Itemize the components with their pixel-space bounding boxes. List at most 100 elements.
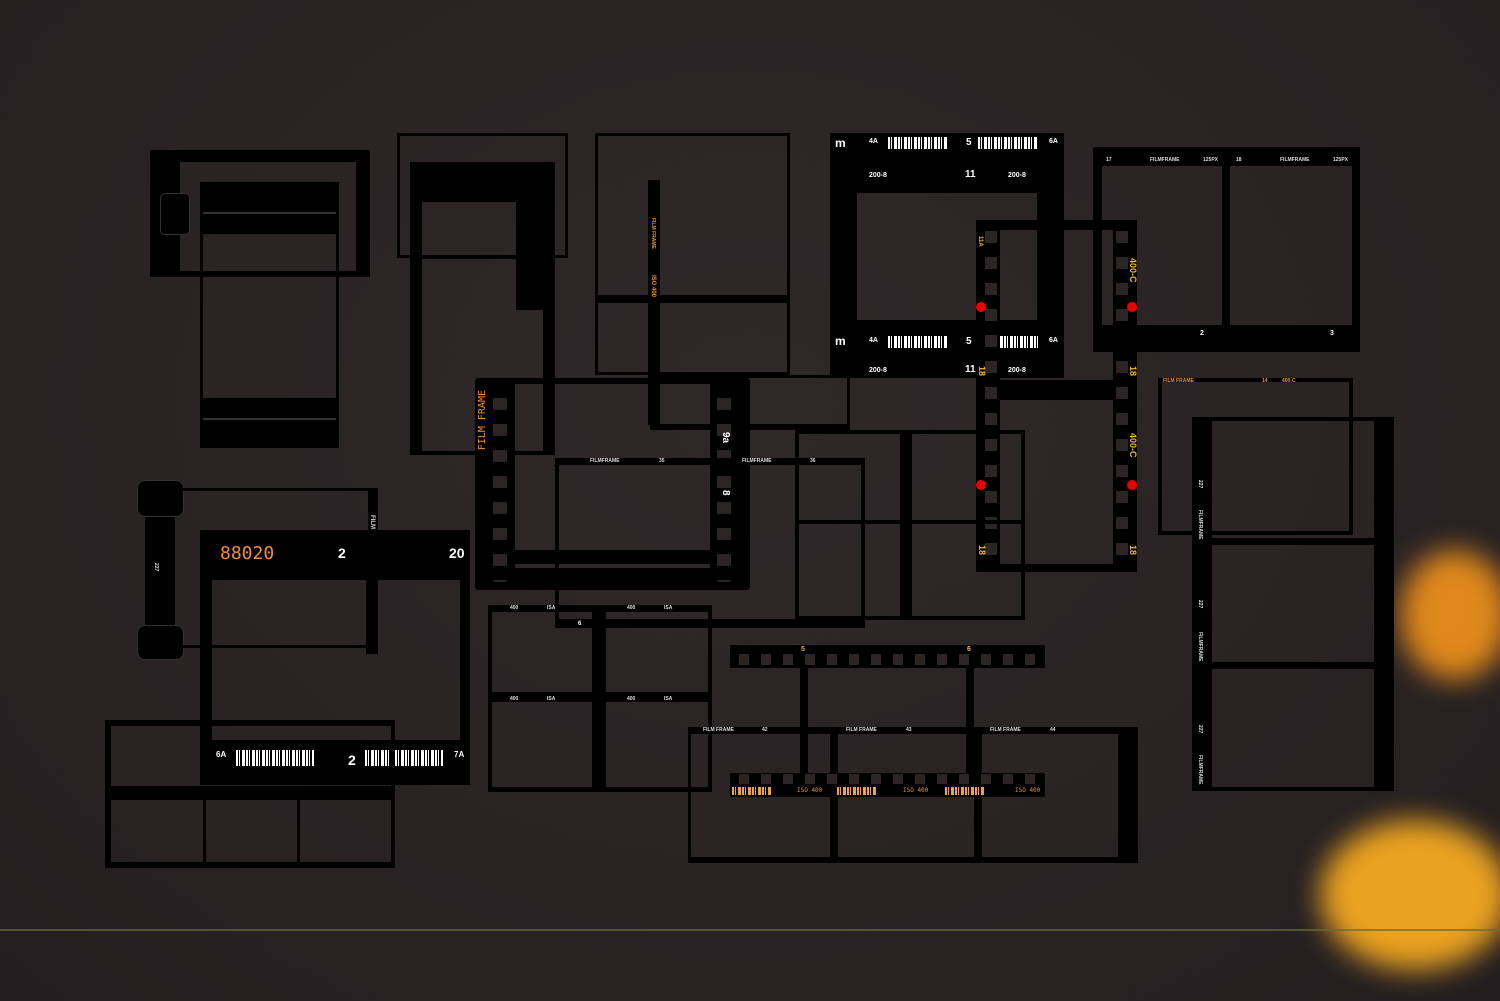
film-roll-cap <box>137 480 184 517</box>
frame-number: 43 <box>906 727 912 733</box>
film-frame-outline <box>1158 378 1353 535</box>
film-divider <box>598 295 788 303</box>
frame-divider <box>212 645 368 648</box>
barcode <box>945 787 985 795</box>
roll-side-label: FILM <box>369 515 375 529</box>
frame-divider <box>966 665 974 775</box>
iso-label: ISA <box>547 605 556 611</box>
frame-number: 11 <box>965 169 976 180</box>
frame-code: 7A <box>454 750 465 759</box>
brand-label: FILM FRAME <box>703 727 734 733</box>
frame-counter: 3 <box>1330 330 1334 337</box>
frame-divider <box>490 692 710 702</box>
sprocket-holes <box>1116 225 1128 565</box>
red-marker <box>976 302 986 312</box>
film-strip-narrow <box>648 180 660 425</box>
iso-label: ISA <box>664 605 673 611</box>
frame-divider <box>297 800 300 862</box>
frame-divider <box>1210 662 1376 669</box>
barcode <box>732 787 772 795</box>
strip-side-label: FILM FRAME <box>477 390 488 451</box>
frame-code: 200-8 <box>1008 172 1026 179</box>
iso-label: 400-C <box>1128 433 1138 458</box>
frame-code: 6A <box>1049 337 1058 344</box>
edge-label: 227 <box>1197 725 1203 734</box>
frame-code: 88020 <box>220 543 275 564</box>
brand-label: FILMFRAME <box>1197 632 1203 662</box>
sprocket-holes <box>733 774 1043 784</box>
brand-label: FILM FRAME <box>990 727 1021 733</box>
iso-label: 400-C <box>1128 258 1138 283</box>
strip-divider <box>1000 380 1113 400</box>
iso-label: ISO 400 <box>650 275 656 298</box>
brand-label: FILMFRAME <box>1150 157 1180 163</box>
edge-label: 227 <box>1197 480 1203 489</box>
frame-divider <box>510 550 710 564</box>
strip-divider <box>516 200 546 310</box>
brand-label: FILMFRAME <box>1280 157 1310 163</box>
frame-code: 6A <box>1049 138 1058 145</box>
film-frame-outline <box>595 133 790 375</box>
frame-divider <box>1210 538 1376 545</box>
roll-label: 227 <box>153 563 159 572</box>
barcode <box>978 137 1038 149</box>
red-marker <box>976 480 986 490</box>
frame-counter: 2 <box>1200 330 1204 337</box>
film-frame-outline <box>795 430 1025 620</box>
brand-label: FILM FRAME <box>1163 378 1194 384</box>
iso-label: ISO 400 <box>797 787 823 794</box>
sprocket-holes <box>493 392 507 582</box>
iso-label: 400 <box>627 605 636 611</box>
frame-code: 125PX <box>1333 157 1349 163</box>
barcode <box>837 787 877 795</box>
frame-code: 200-8 <box>869 172 887 179</box>
iso-label: ISO 400 <box>903 787 929 794</box>
frame-number: 18 <box>1236 157 1242 163</box>
frame-number: 5 <box>966 137 972 148</box>
frame-number: 18 <box>1128 366 1138 377</box>
strip-divider <box>420 255 550 259</box>
frame-logo-icon: m <box>835 334 846 348</box>
brand-label: FILMFRAME <box>1197 510 1203 540</box>
film-roll-cap <box>137 625 184 660</box>
film-frame-label: FILM FRAME <box>650 218 656 249</box>
film-frame-wide <box>688 727 1138 863</box>
barcode <box>888 137 948 149</box>
frame-code: 6A <box>216 750 227 759</box>
iso-label: 400 <box>510 605 519 611</box>
frame-code: 4A <box>869 138 878 145</box>
frame-number: 44 <box>1050 727 1056 733</box>
iso-label: 400-C <box>1282 378 1296 384</box>
red-marker <box>1127 480 1137 490</box>
frame-number: 42 <box>762 727 768 733</box>
frame-number: 18 <box>977 366 987 377</box>
frame-logo-icon: m <box>835 136 846 150</box>
frame-number: 5 <box>801 646 805 653</box>
light-leak-glow <box>1320 820 1500 970</box>
frame-number: 8 <box>720 490 731 496</box>
brand-label: FILMFRAME <box>742 458 772 464</box>
scratch-line <box>0 929 1500 931</box>
barcode <box>236 750 314 766</box>
frame-divider <box>203 800 206 862</box>
film-strip-vertical-right <box>1192 417 1394 791</box>
sprocket-holes <box>985 225 997 565</box>
brand-label: FILMFRAME <box>590 458 620 464</box>
frame-code: 125PX <box>1203 157 1219 163</box>
frame-divider <box>900 434 912 616</box>
frame-number: 14 <box>1262 378 1268 384</box>
frame-code: 200-8 <box>1008 367 1026 374</box>
edge-label: 227 <box>1197 600 1203 609</box>
frame-number: 11 <box>965 364 976 375</box>
frame-number: 36 <box>810 458 816 464</box>
sprocket-holes <box>733 654 1043 665</box>
frame-code: 4A <box>869 337 878 344</box>
frame-divider <box>366 578 378 654</box>
edge-mark: 11A <box>977 236 983 247</box>
frame-number: 20 <box>449 545 465 561</box>
frame-code: 200-8 <box>869 367 887 374</box>
film-frame-outline <box>650 375 850 430</box>
iso-label: ISA <box>664 696 673 702</box>
barcode <box>888 336 948 348</box>
frame-number: 5 <box>966 336 972 347</box>
